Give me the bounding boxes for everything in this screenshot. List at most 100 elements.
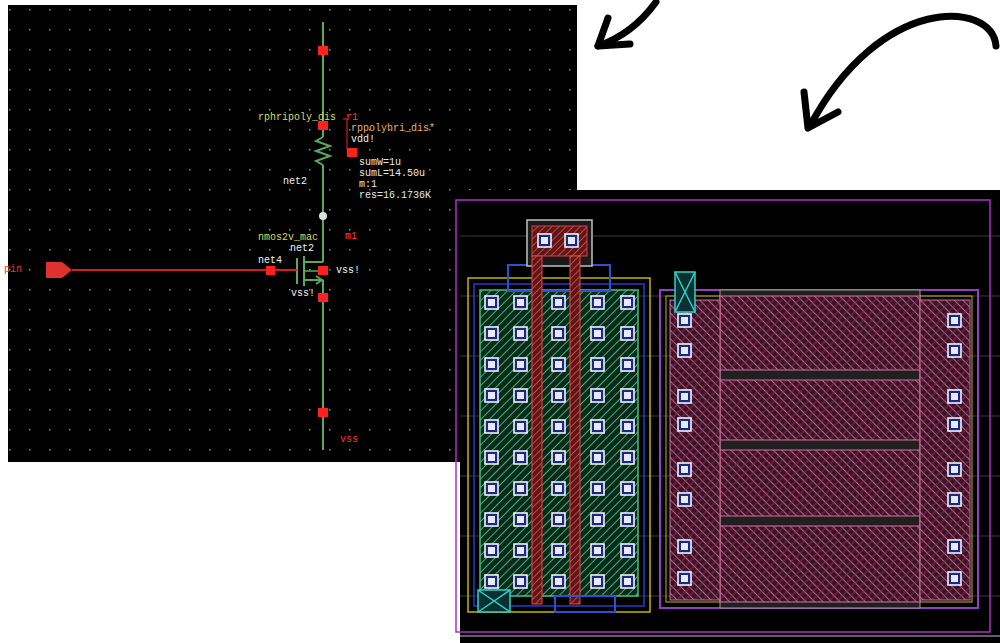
contact bbox=[948, 572, 961, 585]
contact-cut bbox=[594, 423, 601, 430]
contact bbox=[538, 234, 551, 247]
contact bbox=[621, 358, 634, 371]
contact bbox=[948, 390, 961, 403]
cell-name: rppolyhri_dis* bbox=[351, 123, 435, 134]
contact-cut bbox=[555, 299, 562, 306]
contact bbox=[948, 314, 961, 327]
contact-cut bbox=[517, 361, 524, 368]
contact-cut bbox=[624, 330, 631, 337]
contact bbox=[514, 389, 527, 402]
contact-cut bbox=[555, 454, 562, 461]
contact-cut bbox=[517, 454, 524, 461]
contact-cut bbox=[594, 516, 601, 523]
contact-cut bbox=[488, 361, 495, 368]
contact-cut bbox=[681, 421, 688, 428]
contact-cut bbox=[951, 421, 958, 428]
contact-cut bbox=[594, 299, 601, 306]
contact-cut bbox=[488, 578, 495, 585]
contact-cut bbox=[624, 454, 631, 461]
contact-cut bbox=[594, 330, 601, 337]
contact-cut bbox=[488, 547, 495, 554]
instance-id: m1 bbox=[345, 231, 357, 242]
contact-cut bbox=[488, 516, 495, 523]
contact bbox=[621, 327, 634, 340]
net-label: vdd! bbox=[351, 134, 375, 145]
contact-cut bbox=[594, 454, 601, 461]
contact bbox=[552, 389, 565, 402]
contact-cut bbox=[951, 393, 958, 400]
parameter: m:1 bbox=[359, 179, 377, 190]
contact bbox=[485, 296, 498, 309]
contact-cut bbox=[681, 466, 688, 473]
contact bbox=[678, 572, 691, 585]
contact bbox=[552, 358, 565, 371]
contact-cut bbox=[951, 543, 958, 550]
contact-cut bbox=[517, 423, 524, 430]
contact bbox=[485, 544, 498, 557]
contact bbox=[591, 451, 604, 464]
contact-cut bbox=[488, 423, 495, 430]
pin-name: pin bbox=[4, 264, 22, 275]
contact-cut bbox=[624, 547, 631, 554]
contact-cut bbox=[488, 330, 495, 337]
contact bbox=[514, 575, 527, 588]
parameter: sumW=1u bbox=[359, 157, 401, 168]
contact bbox=[591, 327, 604, 340]
contact-cut bbox=[541, 237, 548, 244]
contact bbox=[678, 344, 691, 357]
contact bbox=[948, 344, 961, 357]
contact-cut bbox=[594, 547, 601, 554]
contact bbox=[552, 451, 565, 464]
contact bbox=[678, 540, 691, 553]
contact bbox=[678, 390, 691, 403]
contact-cut bbox=[555, 485, 562, 492]
contact-cut bbox=[594, 578, 601, 585]
contact-cut bbox=[951, 317, 958, 324]
contact-cut bbox=[555, 330, 562, 337]
contact-cut bbox=[488, 454, 495, 461]
contact-cut bbox=[555, 578, 562, 585]
contact bbox=[678, 493, 691, 506]
contact-cut bbox=[555, 361, 562, 368]
pin-name: vss bbox=[340, 434, 358, 445]
instance-name: nmos2v_mac bbox=[258, 232, 318, 243]
contact bbox=[552, 544, 565, 557]
contact-cut bbox=[517, 578, 524, 585]
contact-cut bbox=[517, 299, 524, 306]
contact-cut bbox=[624, 485, 631, 492]
contact bbox=[514, 358, 527, 371]
contact-cut bbox=[624, 578, 631, 585]
instance-name: rphripoly_dis bbox=[258, 112, 336, 123]
contact bbox=[485, 327, 498, 340]
contact-cut bbox=[555, 516, 562, 523]
contact-cut bbox=[594, 361, 601, 368]
contact bbox=[621, 420, 634, 433]
contact-cut bbox=[555, 392, 562, 399]
contact bbox=[948, 418, 961, 431]
contact-cut bbox=[681, 496, 688, 503]
contact-cut bbox=[555, 423, 562, 430]
contact bbox=[552, 575, 565, 588]
contact-cut bbox=[624, 299, 631, 306]
contact bbox=[552, 296, 565, 309]
contact bbox=[485, 389, 498, 402]
contact bbox=[514, 296, 527, 309]
contact bbox=[621, 544, 634, 557]
contact-cut bbox=[568, 237, 575, 244]
contact bbox=[552, 327, 565, 340]
contact bbox=[621, 482, 634, 495]
contact bbox=[591, 482, 604, 495]
contact bbox=[514, 482, 527, 495]
contact-cut bbox=[517, 392, 524, 399]
contact bbox=[678, 463, 691, 476]
contact bbox=[485, 451, 498, 464]
contact bbox=[514, 544, 527, 557]
contact bbox=[514, 513, 527, 526]
net-label: vss! bbox=[291, 288, 315, 299]
contact-cut bbox=[681, 393, 688, 400]
contact bbox=[678, 314, 691, 327]
parameter: sumL=14.50u bbox=[359, 168, 425, 179]
contact bbox=[485, 420, 498, 433]
